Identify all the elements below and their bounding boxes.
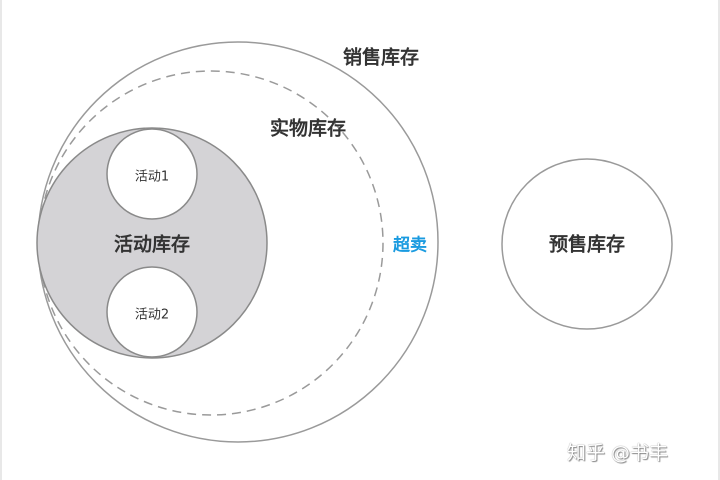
activity1-circle <box>106 128 198 220</box>
presale-inventory-label: 预售库存 <box>548 233 626 256</box>
activity1-label: 活动1 <box>134 169 170 185</box>
presale-inventory-circle <box>501 158 673 330</box>
physical-inventory-label: 实物库存 <box>269 117 347 140</box>
left-edge <box>0 0 2 480</box>
right-edge <box>718 0 720 480</box>
activity2-circle <box>106 266 198 358</box>
activity-inventory-circle <box>36 127 268 359</box>
watermark: 知乎 @书丰 <box>566 442 668 464</box>
activity2-label: 活动2 <box>134 307 170 323</box>
oversell-label: 超卖 <box>393 235 427 256</box>
activity-inventory-label: 活动库存 <box>113 233 191 256</box>
sales-inventory-label: 销售库存 <box>342 46 420 69</box>
